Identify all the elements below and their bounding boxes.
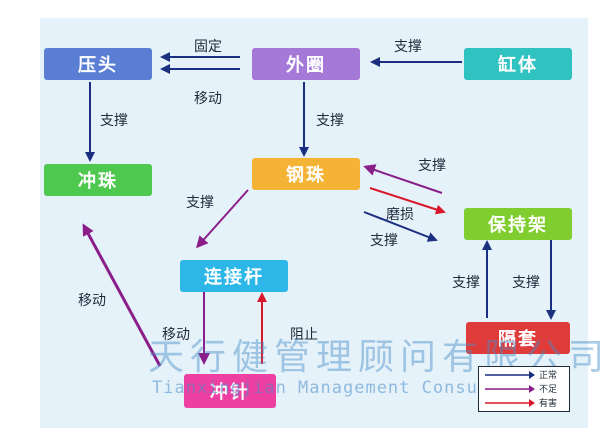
legend-label-normal: 正常	[539, 371, 558, 381]
label-zhicheng-gangzhu-left: 支撑	[186, 195, 214, 211]
label-mosun: 磨损	[386, 207, 414, 223]
label-yidong-top: 移动	[194, 91, 222, 107]
watermark-en: Tianxingjian Management Consulting	[152, 378, 534, 398]
legend-swatch-insufficient	[485, 385, 535, 393]
label-zhicheng-getao-up: 支撑	[452, 275, 480, 291]
label-zhicheng-getao-down: 支撑	[512, 275, 540, 291]
label-yidong-mid: 移动	[162, 327, 190, 343]
node-chongzhen: 冲针	[184, 374, 276, 408]
label-zhicheng-gangzhu-right: 支撑	[370, 233, 398, 249]
arrow-chongzhen-chongzhu	[82, 223, 162, 367]
label-yidong-left: 移动	[78, 293, 106, 309]
node-lianjiegan: 连接杆	[180, 260, 288, 292]
node-getao: 隔套	[466, 322, 570, 354]
legend-swatch-harmful	[485, 399, 535, 407]
label-zuzhi: 阻止	[290, 327, 318, 343]
legend-label-insufficient: 不足	[539, 385, 558, 395]
node-chongzhu: 冲珠	[44, 164, 152, 196]
legend: 正常 不足 有害	[478, 366, 570, 412]
label-zhicheng-yatou: 支撑	[100, 113, 128, 129]
legend-label-harmful: 有害	[539, 399, 558, 409]
node-gangti: 缸体	[464, 48, 572, 80]
label-guding: 固定	[194, 39, 222, 55]
arrow-gangzhu-baochijia-support	[363, 211, 438, 242]
legend-swatch-normal	[485, 371, 535, 379]
legend-row-normal: 正常	[483, 368, 567, 382]
arrow-gangzhu-lianjiegan	[196, 189, 249, 249]
legend-row-harmful: 有害	[483, 396, 567, 410]
arrow-gangzhu-baochijia-wear	[369, 187, 446, 215]
arrow-baochijia-gangzhu	[363, 164, 443, 194]
node-baochijia: 保持架	[464, 208, 572, 240]
label-zhicheng-waiquan: 支撑	[316, 113, 344, 129]
node-gangzhu: 钢珠	[252, 158, 360, 190]
label-zhicheng-baochijia-in: 支撑	[418, 158, 446, 174]
node-yatou: 压头	[44, 48, 152, 80]
label-zhicheng-gangti: 支撑	[394, 39, 422, 55]
legend-row-insufficient: 不足	[483, 382, 567, 396]
node-waiquan: 外圈	[252, 48, 360, 80]
